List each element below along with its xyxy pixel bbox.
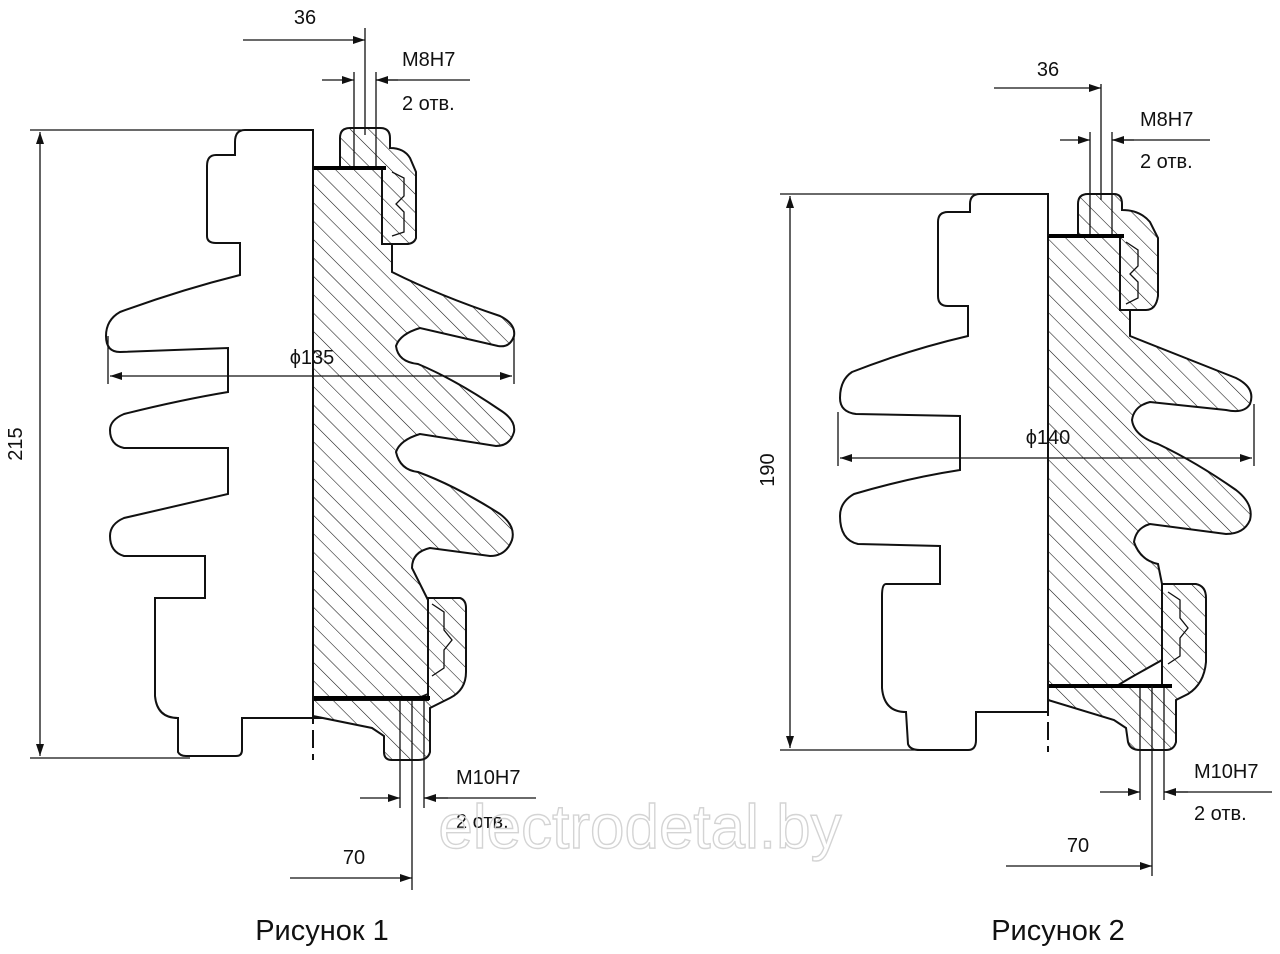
insulator-1-section <box>312 167 516 719</box>
top-offset-dim-1: 36 <box>294 7 316 29</box>
caption-1: Рисунок 1 <box>255 915 389 947</box>
bottom-holes-label-2: 2 отв. <box>1194 803 1247 825</box>
insulator-1-bottom-cap <box>312 597 467 761</box>
figure-2: 36 M8H7 2 отв. 190 ϕ140 M10H7 2 отв. 70 … <box>757 59 1272 947</box>
bottom-offset-dim-1: 70 <box>343 847 365 869</box>
insulator-2-section <box>1047 235 1253 691</box>
watermark: electrodetal.by <box>438 793 841 862</box>
insulator-2-top-cap <box>1077 193 1159 311</box>
height-dim-2: 190 <box>757 453 779 486</box>
insulator-1-outline <box>104 129 314 757</box>
bottom-offset-dim-2: 70 <box>1067 835 1089 857</box>
height-dim-1: 215 <box>5 427 27 460</box>
top-offset-dim-2: 36 <box>1037 59 1059 81</box>
top-holes-label-2: 2 отв. <box>1140 151 1193 173</box>
top-thread-label-2: M8H7 <box>1140 109 1193 131</box>
top-holes-label-1: 2 отв. <box>402 93 455 115</box>
top-thread-label-1: M8H7 <box>402 49 455 71</box>
insulator-1-top-cap <box>339 127 417 245</box>
bottom-thread-label-2: M10H7 <box>1194 761 1258 783</box>
bottom-thread-label-1: M10H7 <box>456 767 520 789</box>
bottom-holes-label-1: 2 отв. <box>456 811 509 833</box>
figure-1: 36 M8H7 2 отв. 215 ϕ135 M10H7 2 отв. 70 … <box>5 7 536 947</box>
insulator-2-bottom-cap <box>1047 583 1207 751</box>
diameter-dim-2: ϕ140 <box>1026 427 1071 449</box>
caption-2: Рисунок 2 <box>991 915 1125 947</box>
insulator-2-outline <box>838 193 1049 751</box>
diameter-dim-1: ϕ135 <box>290 347 335 369</box>
